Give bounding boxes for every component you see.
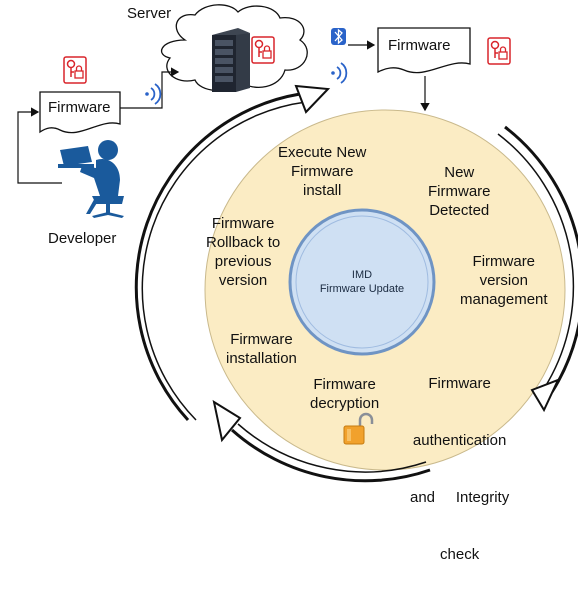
firmware-doc-left-label: Firmware bbox=[48, 99, 111, 116]
step-line: version bbox=[479, 272, 528, 289]
step-line: Firmware bbox=[313, 376, 376, 393]
key-lock-icon bbox=[251, 36, 275, 64]
step-line: decryption bbox=[310, 395, 380, 412]
firmware-document-left bbox=[39, 91, 121, 134]
step-line: version bbox=[218, 272, 268, 289]
step-execute-new-firmware-install: Execute New Firmware install bbox=[278, 143, 366, 200]
step-line: Firmware bbox=[230, 331, 293, 348]
step-firmware-decryption: Firmware decryption bbox=[310, 375, 379, 413]
step-firmware-installation: Firmware installation bbox=[226, 330, 297, 368]
wireless-signal-icon bbox=[331, 62, 348, 84]
step-line: Execute New bbox=[278, 144, 367, 161]
step-line: Firmware bbox=[428, 183, 491, 200]
center-line-1: IMD bbox=[351, 269, 373, 281]
center-circle bbox=[288, 208, 436, 356]
developer-at-laptop-icon bbox=[58, 140, 124, 218]
firmware-document-right bbox=[377, 27, 471, 74]
step-line: previous bbox=[214, 253, 272, 270]
step-line: management bbox=[460, 291, 548, 308]
key-lock-icon bbox=[487, 37, 511, 65]
center-title: IMD Firmware Update bbox=[300, 268, 424, 296]
server-label: Server bbox=[127, 5, 172, 22]
connector-lines bbox=[17, 40, 430, 184]
center-line-2: Firmware Update bbox=[319, 283, 405, 295]
cycle-arrows bbox=[134, 84, 578, 483]
step-line: installation bbox=[226, 350, 297, 367]
step-firmware-rollback: Firmware Rollback to previous version bbox=[206, 214, 280, 290]
step-line: install bbox=[303, 182, 342, 199]
firmware-doc-right-label: Firmware bbox=[388, 37, 451, 54]
firmware-update-diagram: Server Developer Firmware Firmware IMD F… bbox=[17, 4, 578, 563]
step-line: Firmware bbox=[428, 375, 491, 392]
step-line: Firmware bbox=[211, 215, 275, 232]
step-line: Rollback to bbox=[206, 234, 281, 251]
server-rack-icon bbox=[212, 28, 250, 92]
step-line: Firmware bbox=[472, 253, 536, 270]
step-firmware-version-management: Firmware version management bbox=[460, 252, 548, 309]
step-line: and Integrity bbox=[410, 489, 510, 506]
developer-label: Developer bbox=[48, 230, 117, 247]
step-new-firmware-detected: New Firmware Detected bbox=[428, 163, 491, 220]
bluetooth-icon bbox=[331, 28, 346, 45]
step-line: New bbox=[444, 164, 475, 181]
step-line: Firmware bbox=[290, 163, 354, 180]
unlocked-padlock-icon bbox=[343, 412, 374, 445]
step-line: Detected bbox=[429, 202, 490, 219]
key-lock-icon bbox=[63, 56, 87, 84]
step-line: check bbox=[440, 546, 480, 563]
step-line: authentication bbox=[412, 432, 507, 449]
step-firmware-authentication-integrity-check: Firmware authentication and Integrity ch… bbox=[410, 336, 509, 602]
wireless-signal-icon bbox=[145, 83, 162, 105]
